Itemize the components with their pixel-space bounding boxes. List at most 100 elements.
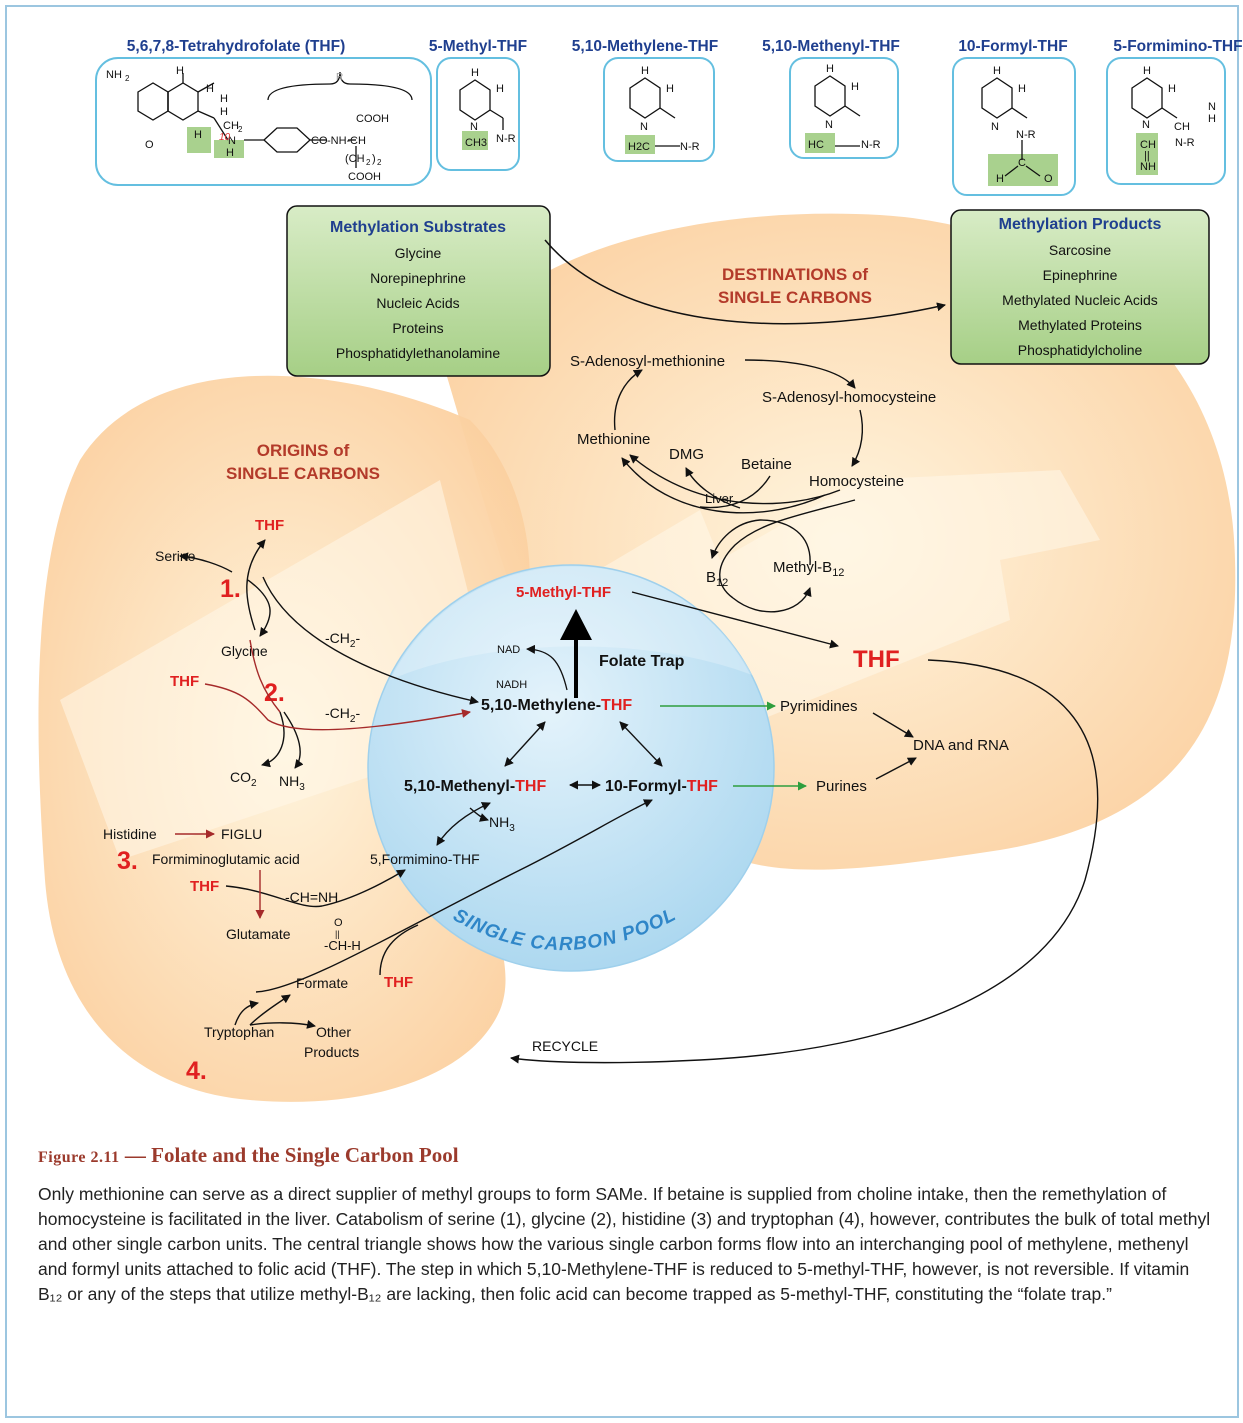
svg-text:C: C bbox=[1018, 157, 1026, 169]
svg-text:H: H bbox=[496, 83, 504, 95]
co2-label: CO2 bbox=[230, 769, 257, 789]
svg-text:NH: NH bbox=[1140, 161, 1156, 173]
pyrimidines-label: Pyrimidines bbox=[780, 698, 858, 715]
sam-label: S-Adenosyl-methionine bbox=[570, 353, 725, 370]
svg-text:N: N bbox=[991, 121, 999, 133]
products-label: Products bbox=[304, 1044, 359, 1060]
pool-formyl-thf: 10-Formyl-THF bbox=[605, 778, 718, 795]
svg-text:H: H bbox=[194, 129, 202, 141]
step-1: 1. bbox=[220, 575, 241, 603]
figure-caption: Figure 2.11 — Folate and the Single Carb… bbox=[38, 1143, 1218, 1307]
svg-text:THF: THF bbox=[255, 517, 284, 534]
dmg-label: DMG bbox=[669, 446, 704, 463]
figlu-label: FIGLU bbox=[221, 826, 262, 842]
pool-methenyl-thf: 5,10-Methenyl-THF bbox=[404, 778, 546, 795]
substrates-to-products-arrow bbox=[544, 239, 946, 325]
destinations-label-line1: DESTINATIONS of bbox=[722, 265, 868, 284]
origins-thf-labels: THF THF THF THF bbox=[170, 517, 413, 991]
formate-label: Formate bbox=[296, 975, 348, 991]
svg-text:CH: CH bbox=[1140, 139, 1156, 151]
methyl-b12-label: Methyl-B12 bbox=[773, 559, 844, 579]
step-4: 4. bbox=[186, 1057, 207, 1085]
svg-text:N: N bbox=[228, 135, 236, 147]
b12-label: B12 bbox=[706, 569, 728, 589]
svg-text:H: H bbox=[996, 173, 1004, 185]
figure-label: Figure 2.11 bbox=[38, 1149, 120, 1166]
svg-text:N: N bbox=[470, 121, 478, 133]
svg-text:N: N bbox=[1208, 101, 1216, 113]
product-item: Epinephrine bbox=[1043, 267, 1118, 283]
svg-text:2: 2 bbox=[377, 158, 382, 167]
svg-text:): ) bbox=[372, 153, 376, 165]
svg-text:2: 2 bbox=[238, 125, 243, 134]
recycled-thf-label: THF bbox=[853, 646, 900, 673]
homocysteine-label: Homocysteine bbox=[809, 473, 904, 490]
products-title: Methylation Products bbox=[999, 216, 1162, 233]
svg-text:H: H bbox=[176, 65, 184, 77]
svg-text:H: H bbox=[993, 65, 1001, 77]
product-item: Methylated Proteins bbox=[1018, 317, 1142, 333]
figure-frame bbox=[5, 5, 1239, 1418]
svg-text:H: H bbox=[471, 67, 479, 79]
substrate-item: Glycine bbox=[395, 245, 442, 261]
methylene-thf-title: 5,10-Methylene-THF bbox=[572, 38, 718, 55]
chnh-label: -CH=NH bbox=[285, 889, 338, 905]
cho-label: -CH-H bbox=[324, 938, 361, 953]
svg-text:N-R: N-R bbox=[496, 133, 516, 145]
formyl-group-label: O bbox=[1044, 173, 1053, 185]
glycine-label: Glycine bbox=[221, 643, 268, 659]
step-2: 2. bbox=[264, 679, 285, 707]
caption-dash: — bbox=[119, 1143, 152, 1167]
pool-nh3: NH3 bbox=[489, 814, 515, 834]
svg-text:10: 10 bbox=[219, 132, 231, 143]
substrate-item: Nucleic Acids bbox=[376, 295, 459, 311]
substrates-title: Methylation Substrates bbox=[330, 219, 506, 236]
pool-formimino: 5,Formimino-THF bbox=[370, 851, 480, 867]
svg-text:COOH: COOH bbox=[356, 113, 389, 125]
methyl-thf-title: 5-Methyl-THF bbox=[429, 38, 527, 55]
substrate-item: Phosphatidylethanolamine bbox=[336, 345, 500, 361]
methyl-group-label: CH3 bbox=[465, 137, 487, 149]
methenyl-thf-title: 5,10-Methenyl-THF bbox=[762, 38, 900, 55]
nh3-label: NH3 bbox=[279, 773, 305, 793]
svg-text:O: O bbox=[145, 139, 154, 151]
substrate-item: Proteins bbox=[392, 320, 443, 336]
ch2-label-2: -CH2- bbox=[325, 705, 360, 725]
methylation-substrates-box: Methylation Substrates GlycineNorepineph… bbox=[286, 205, 551, 377]
svg-text:||: || bbox=[1144, 150, 1150, 162]
svg-text:H: H bbox=[1168, 83, 1176, 95]
svg-text:H: H bbox=[220, 106, 228, 118]
pool-methylene-thf: 5,10-Methylene-THF bbox=[481, 697, 632, 714]
svg-text:COOH: COOH bbox=[348, 171, 381, 183]
methylation-products-box: Methylation Products SarcosineEpinephrin… bbox=[950, 209, 1210, 365]
tryptophan-label: Tryptophan bbox=[204, 1024, 274, 1040]
origins-pathways: Serine Glycine -CH2- -CH2- CO2 NH3 Histi… bbox=[103, 548, 361, 1060]
svg-text:N-R: N-R bbox=[680, 141, 700, 153]
betaine-label: Betaine bbox=[741, 456, 792, 473]
origins-label-line1: ORIGINS of bbox=[257, 441, 350, 460]
recycle-label: RECYCLE bbox=[532, 1038, 598, 1054]
folate-trap-label: Folate Trap bbox=[599, 653, 685, 670]
single-carbon-pool-circle bbox=[367, 564, 775, 972]
methenyl-group-label: HC bbox=[808, 139, 824, 151]
svg-text:H: H bbox=[1208, 113, 1216, 125]
folate-diagram: SINGLE CARBON POOL 5,6,7,8-Tetrahydrofol… bbox=[38, 38, 1243, 1102]
origins-label-line2: SINGLE CARBONS bbox=[226, 464, 380, 483]
svg-text:CH: CH bbox=[1174, 121, 1190, 133]
svg-text:N: N bbox=[640, 121, 648, 133]
thf-structure-title: 5,6,7,8-Tetrahydrofolate (THF) bbox=[127, 38, 345, 55]
svg-text:H: H bbox=[206, 83, 214, 95]
caption-title-text: Folate and the Single Carbon Pool bbox=[151, 1143, 459, 1167]
svg-text:H: H bbox=[1018, 83, 1026, 95]
svg-text:THF: THF bbox=[170, 673, 199, 690]
svg-text:H: H bbox=[220, 93, 228, 105]
origin-step-numbers: 1. 2. 3. 4. bbox=[117, 575, 285, 1085]
sah-label: S-Adenosyl-homocysteine bbox=[762, 389, 936, 406]
svg-text:N: N bbox=[1142, 119, 1150, 131]
svg-text:CH: CH bbox=[350, 135, 366, 147]
folate-trap-arrow bbox=[560, 609, 592, 698]
nad-label: NAD bbox=[497, 644, 520, 656]
purines-label: Purines bbox=[816, 778, 867, 795]
product-item: Phosphatidylcholine bbox=[1018, 342, 1143, 358]
svg-text:THF: THF bbox=[190, 878, 219, 895]
